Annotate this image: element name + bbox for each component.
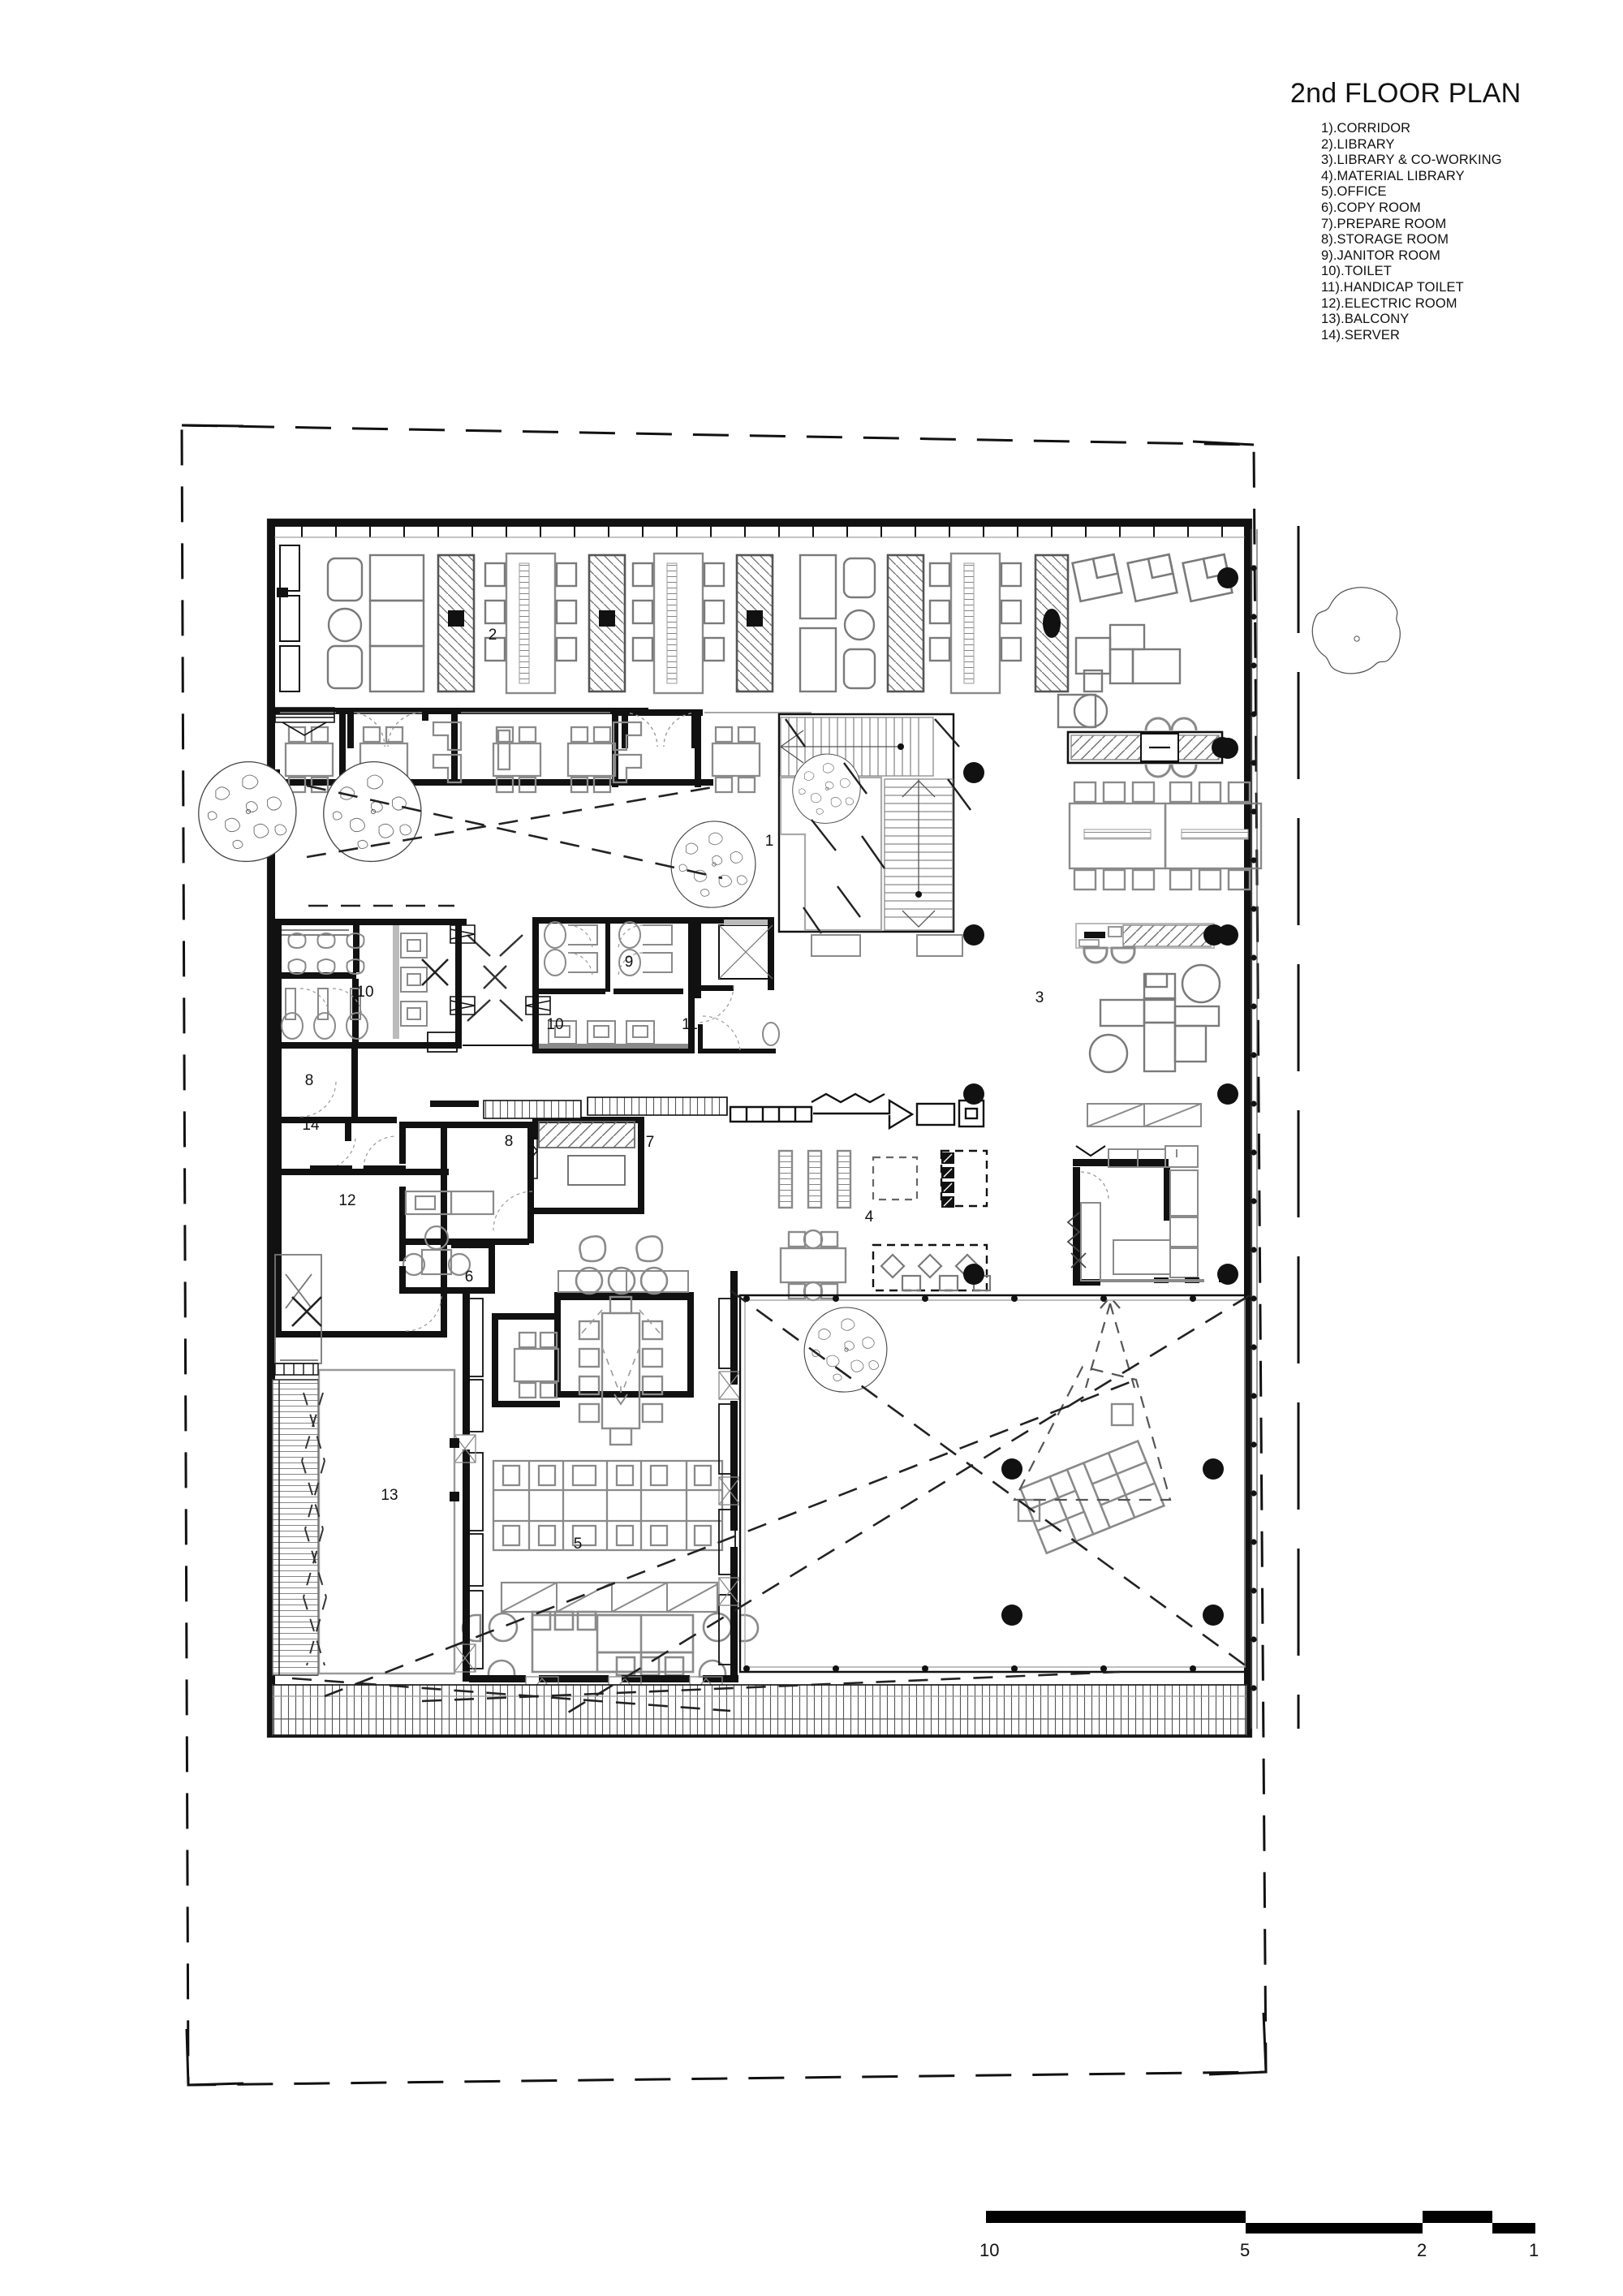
room-label-prepare: 7 (646, 1134, 655, 1151)
room-label-janitor: 9 (625, 954, 634, 971)
library-furniture-row (326, 552, 1233, 695)
legend-item-6: 6).COPY ROOM (1321, 200, 1421, 215)
room-label-server: 14 (302, 1117, 320, 1134)
room-label-storage-w: 8 (305, 1072, 314, 1089)
room-label-handicap: 11 (682, 1016, 698, 1033)
library-table (484, 552, 578, 695)
legend-item-8: 8).STORAGE ROOM (1321, 232, 1449, 248)
room-label-copy: 6 (465, 1269, 474, 1286)
page-title: 2nd FLOOR PLAN (1290, 78, 1522, 109)
site-boundary-corners (181, 424, 1268, 2087)
scale-tick-2: 2 (1417, 2240, 1427, 2260)
stair-upper (779, 717, 934, 777)
legend-item-7: 7).PREPARE ROOM (1321, 216, 1447, 231)
scale-tick-1: 1 (1529, 2240, 1539, 2260)
room-label-office: 5 (574, 1536, 583, 1553)
legend-item-12: 12).ELECTRIC ROOM (1321, 295, 1457, 311)
study-rooms-band (274, 545, 812, 794)
room-label-corridor: 1 (765, 833, 774, 850)
legend-block: 2nd FLOOR PLAN 1).CORRIDOR 2).LIBRARY 3)… (1290, 78, 1615, 343)
room-label-library: 2 (489, 627, 497, 644)
legend-item-10: 10).TOILET (1321, 264, 1392, 279)
legend-item-1: 1).CORRIDOR (1321, 121, 1411, 136)
column-grid (963, 567, 1238, 1285)
legend-item-14: 14).SERVER (1321, 327, 1400, 342)
legend-item-4: 4).MATERIAL LIBRARY (1321, 168, 1465, 183)
site-x-marks (291, 958, 449, 1327)
scale-bar: 10 5 2 1 (979, 2211, 1539, 2292)
coworking-bench (1066, 717, 1233, 778)
legend-item-11: 11).HANDICAP TOILET (1321, 279, 1464, 295)
north-facade-mullions (274, 519, 1245, 538)
legend-item-9: 9).JANITOR ROOM (1321, 248, 1440, 263)
stair-lower (884, 778, 954, 931)
bookshelf (588, 554, 626, 693)
room-label-material: 4 (865, 1208, 874, 1226)
scale-tick-5: 5 (1240, 2240, 1251, 2260)
bookshelf (735, 554, 774, 693)
material-library (729, 1092, 992, 1302)
east-terrace (738, 1294, 1251, 1674)
balcony-zone (272, 1254, 459, 1676)
room-label-toilet-e: 10 (546, 1016, 563, 1033)
office-zone (454, 1235, 760, 1699)
scale-tick-10: 10 (979, 2240, 1000, 2260)
room-label-electric: 12 (338, 1192, 355, 1209)
south-deck (272, 1684, 1247, 1736)
scale-bar-graphic (986, 2211, 1535, 2234)
corridor-atrium (777, 713, 971, 957)
pantry (1066, 1145, 1232, 1286)
room-label-toilet-w: 10 (356, 984, 373, 1001)
legend-item-13: 13).BALCONY (1321, 312, 1410, 327)
service-core (275, 917, 780, 1338)
bookshelf (1034, 554, 1070, 693)
east-facade-mullions (1251, 526, 1300, 1729)
room-label-balcony: 13 (381, 1487, 398, 1504)
room-label-coworking: 3 (1035, 989, 1044, 1006)
legend-list: 1).CORRIDOR 2).LIBRARY 3).LIBRARY & CO-W… (1321, 121, 1615, 343)
site-sightlines (291, 784, 1251, 1714)
library-table (631, 552, 725, 695)
room-label-storage-m: 8 (505, 1133, 514, 1150)
bookshelf (437, 554, 476, 693)
legend-item-3: 3).LIBRARY & CO-WORKING (1321, 153, 1502, 168)
room-number-labels: 2 1 3 10 9 10 11 8 14 12 8 7 4 6 13 5 (302, 627, 1044, 1553)
coworking-zone (1057, 623, 1263, 1389)
bookshelf (886, 554, 925, 693)
legend-item-2: 2).LIBRARY (1321, 136, 1395, 152)
library-table (928, 552, 1022, 695)
legend-item-5: 5).OFFICE (1321, 184, 1387, 200)
